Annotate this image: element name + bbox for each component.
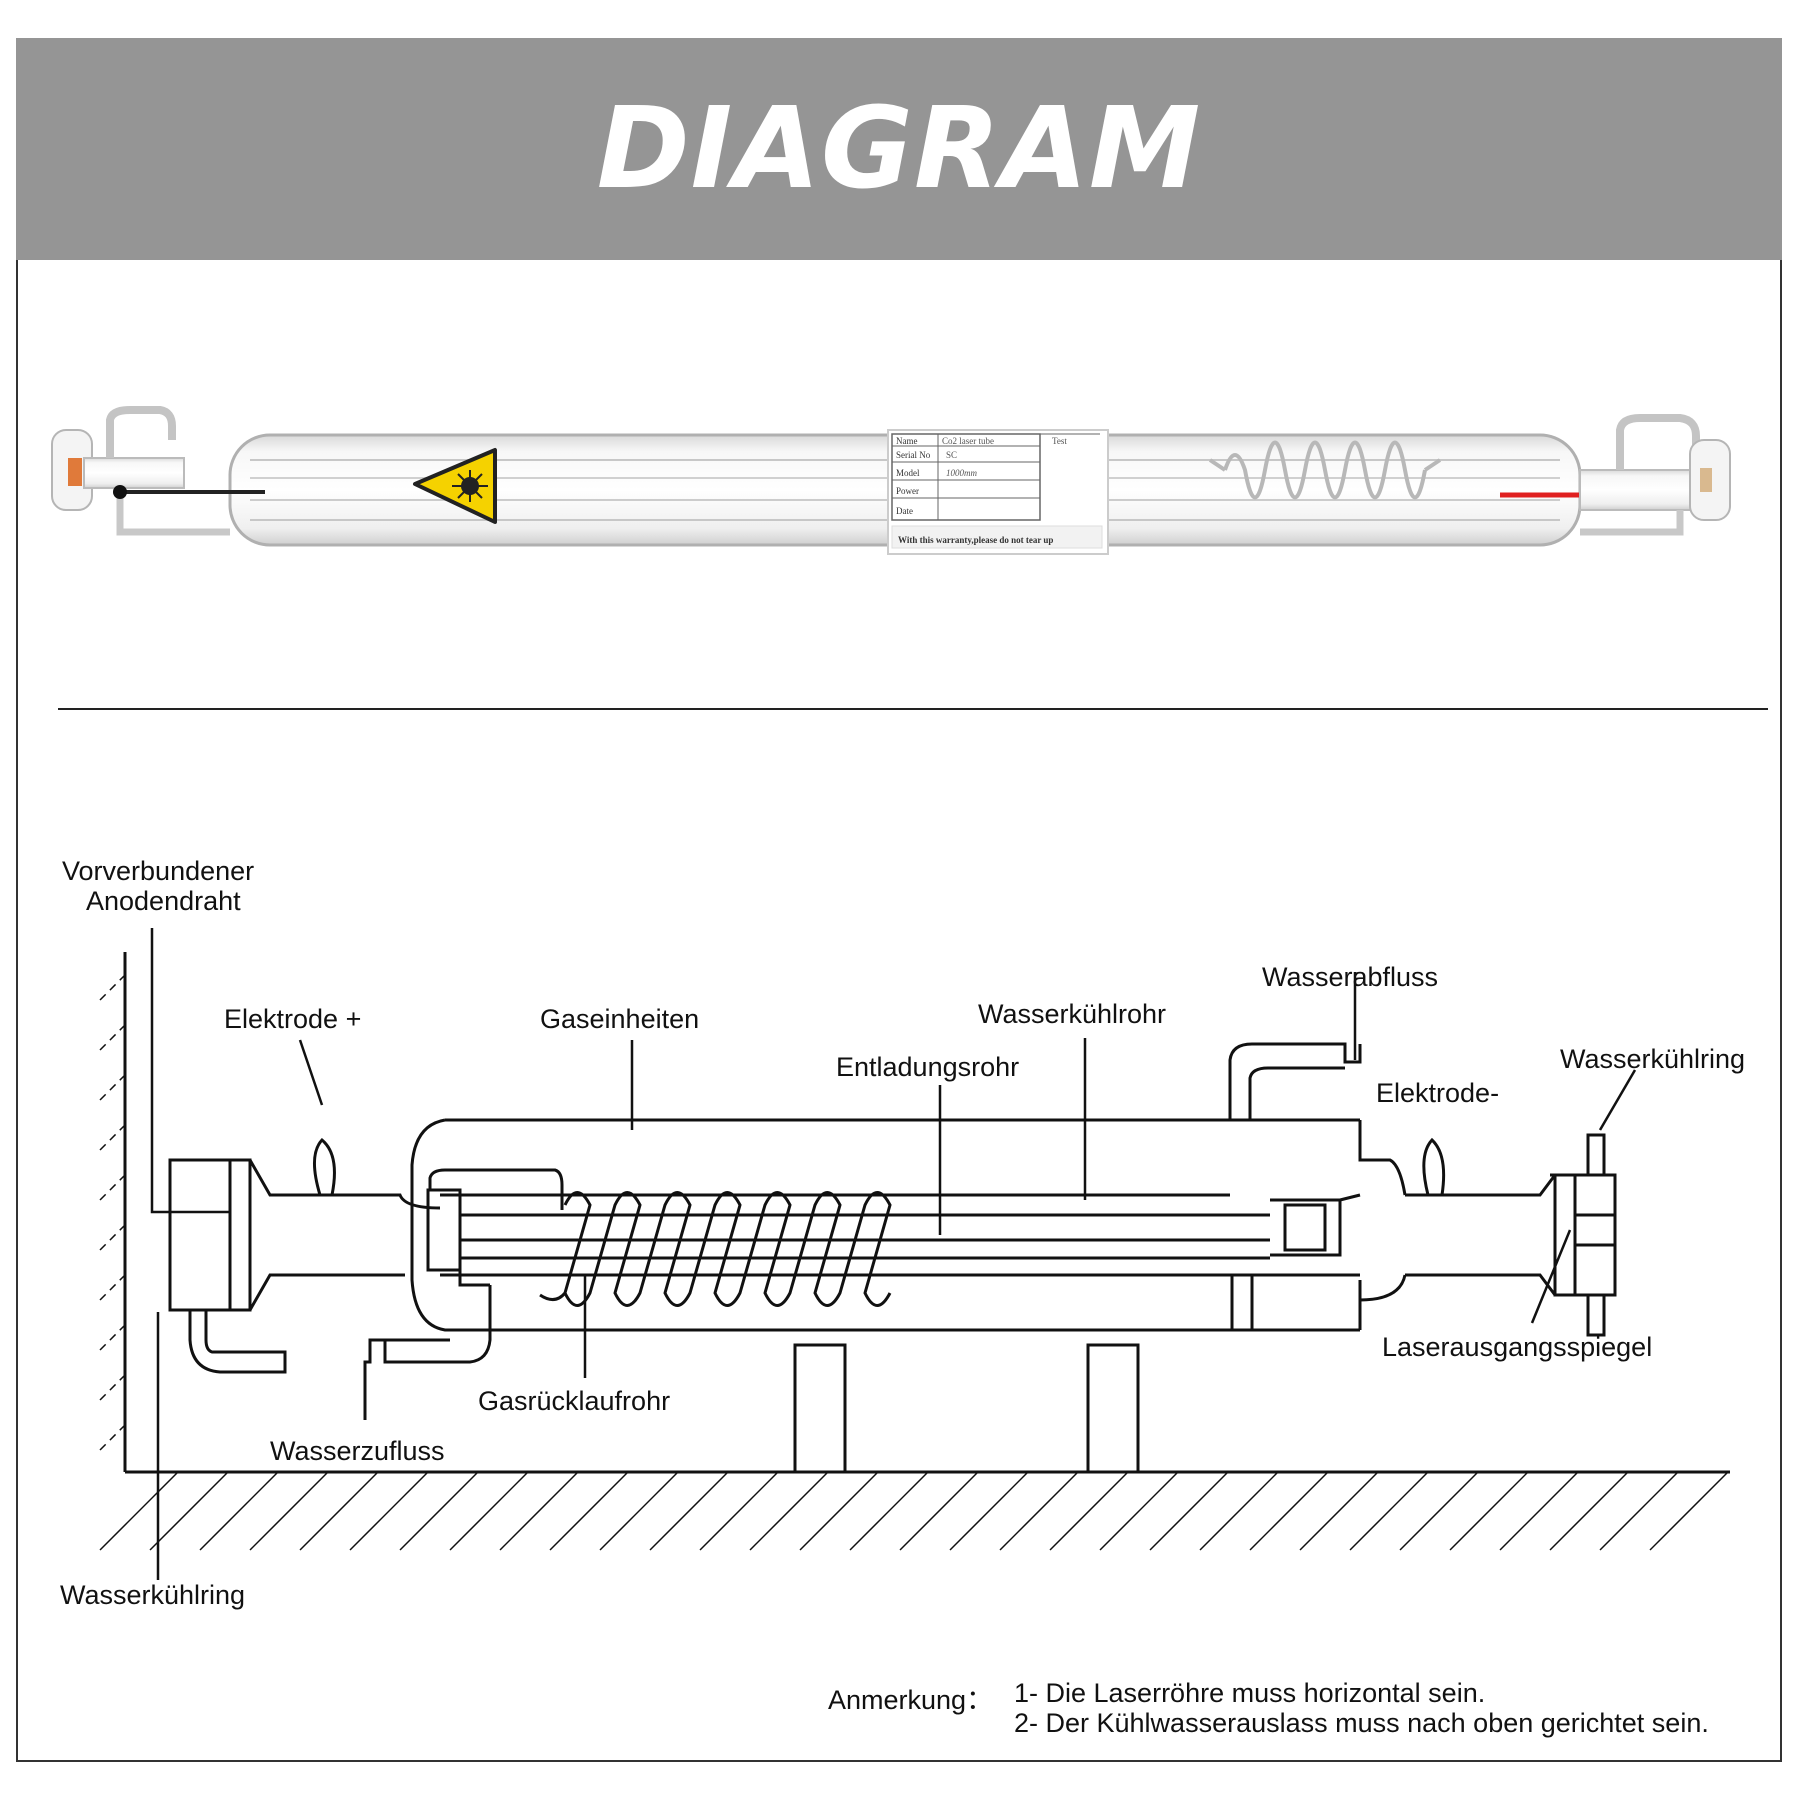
note-line1: 1- Die Laserröhre muss horizontal sein. (1014, 1678, 1486, 1708)
label-water-outlet: Wasserabfluss (1262, 962, 1439, 992)
gas-coil (1208, 440, 1442, 500)
page-frame (16, 38, 1782, 1762)
label-anode-wire-line2: Anodendraht (86, 886, 241, 916)
page-title: DIAGRAM (596, 84, 1202, 214)
label-row-model: Model (896, 468, 920, 478)
label-row-date: Date (896, 506, 913, 516)
label-value-model: 1000mm (946, 468, 977, 478)
label-water-cooling-ring-right: Wasserkühlring (1560, 1044, 1746, 1074)
leader-lines (150, 928, 1637, 1580)
note-line2: 2- Der Kühlwasserauslass muss nach oben … (1014, 1708, 1709, 1738)
label-row-name: Name (896, 436, 918, 446)
label-extra: Test (1052, 436, 1067, 446)
label-electrode-minus: Elektrode- (1376, 1078, 1500, 1108)
header-banner: DIAGRAM (16, 38, 1782, 260)
label-value-name: Co2 laser tube (942, 436, 994, 446)
laser-warning-icon (413, 448, 497, 524)
label-anode-wire-line1: Vorverbundener (62, 856, 255, 886)
label-gas-return-tube: Gasrücklaufrohr (478, 1386, 671, 1416)
label-water-cooling-tube: Wasserkühlrohr (978, 999, 1167, 1029)
label-row-power: Power (896, 486, 919, 496)
warranty-label-sticker: Name Serial No Model Power Date Co2 lase… (887, 429, 1109, 555)
right-end-cap (1579, 414, 1731, 536)
laser-tube-schematic (99, 928, 1730, 1580)
label-water-cooling-ring-left: Wasserkühlring (60, 1580, 246, 1610)
floor-hatching (99, 1471, 1729, 1551)
label-discharge-tube: Entladungsrohr (836, 1052, 1020, 1082)
wall-hatching (99, 975, 125, 1451)
label-value-serial: SC (946, 450, 957, 460)
label-footer: With this warranty,please do not tear up (898, 535, 1053, 545)
label-water-inlet: Wasserzufluss (270, 1436, 445, 1466)
laser-tube-photo: Name Serial No Model Power Date Co2 lase… (51, 406, 1731, 555)
label-row-serial: Serial No (896, 450, 931, 460)
label-electrode-plus: Elektrode + (224, 1004, 362, 1034)
note-label: Anmerkung： (828, 1685, 994, 1715)
section-divider (58, 708, 1768, 710)
label-laser-output-mirror: Laserausgangsspiegel (1382, 1332, 1653, 1362)
left-end-cap (51, 406, 230, 536)
label-gas-units: Gaseinheiten (540, 1004, 700, 1034)
